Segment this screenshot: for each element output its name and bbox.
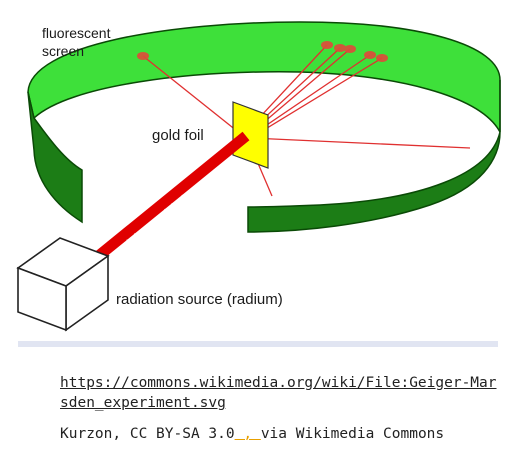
spot	[321, 41, 333, 49]
radiation-source-cube	[16, 237, 110, 332]
gold-foil-label: gold foil	[152, 127, 204, 144]
spot	[364, 51, 376, 59]
cropped-text-strip	[18, 341, 498, 347]
scintillation-spots	[137, 41, 388, 62]
geiger-marsden-diagram: alpha particle beam fluorescent screen g…	[16, 21, 501, 347]
spot	[137, 52, 149, 60]
wikimedia-credit: via Wikimedia Commons	[260, 426, 445, 442]
radiation-source-label: radiation source (radium)	[116, 291, 283, 308]
scatter-lines	[142, 44, 471, 197]
scatter-ray	[142, 55, 243, 136]
license-link[interactable]: ,	[234, 426, 261, 442]
beam-label: alpha particle beam	[119, 175, 213, 255]
spot	[344, 45, 356, 53]
gold-foil	[232, 101, 269, 169]
scatter-ray	[251, 137, 471, 149]
screen-label: fluorescent screen	[42, 25, 114, 59]
alpha-beam	[92, 131, 250, 263]
scatter-ray	[253, 57, 383, 137]
fluorescent-screen-left	[27, 91, 83, 224]
license-text: Kurzon, CC BY-SA 3.0	[60, 426, 235, 442]
spot	[334, 44, 346, 52]
attribution-line: Kurzon, CC BY-SA 3.0 , via Wikimedia Com…	[60, 424, 500, 444]
spot	[376, 54, 388, 62]
fluorescent-screen-right	[247, 80, 501, 233]
source-link[interactable]: https://commons.wikimedia.org/wiki/File:…	[60, 375, 497, 411]
scatter-ray	[251, 54, 371, 136]
